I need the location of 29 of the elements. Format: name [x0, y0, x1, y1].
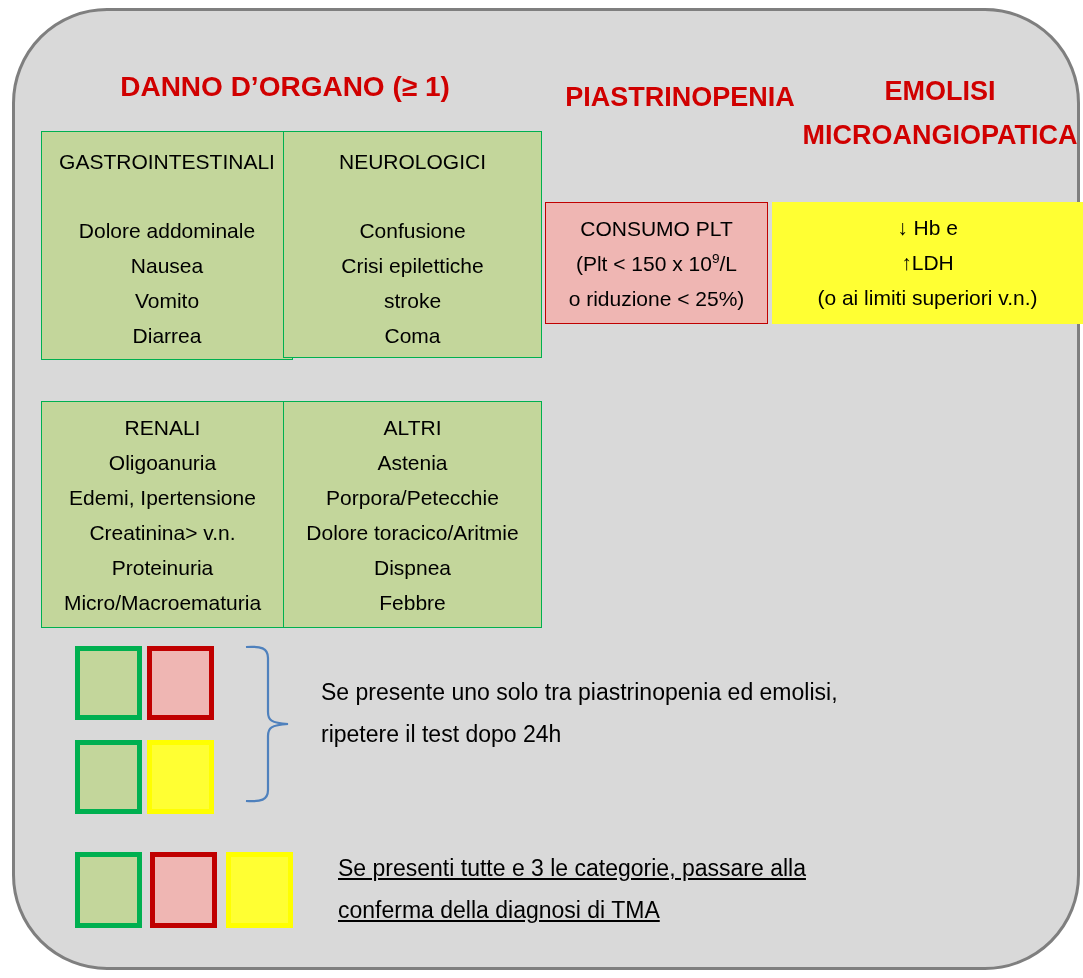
- box-text: Confusione Crisi epilettiche stroke Coma: [340, 218, 485, 349]
- box-heading: NEUROLOGICI: [338, 149, 487, 175]
- category-box: [41, 131, 293, 360]
- column-heading: EMOLISI MICROANGIOPATICA: [801, 75, 1079, 152]
- category-box: [283, 131, 542, 358]
- legend-square: [75, 852, 142, 928]
- box-text: Oligoanuria Edemi, Ipertensione Creatinina> v.n. Proteinuria Micro/Macroematuria: [62, 450, 263, 616]
- box-text: CONSUMO PLT (Plt < 150 x 10$^{9}$/L o riduzione < 25%): [567, 216, 746, 312]
- legend-square: [75, 646, 142, 720]
- box-text: ↓ Hb e ↑LDH (o ai limiti superiori v.n.): [816, 215, 1039, 311]
- category-box: [41, 401, 284, 628]
- column-heading: DANNO D’ORGANO (≥ 1): [119, 70, 451, 104]
- note-text: Se presenti tutte e 3 le categorie, passare alla conferma della diagnosi di TMA: [338, 854, 807, 925]
- legend-square: [147, 646, 214, 720]
- criterion-box: [545, 202, 768, 324]
- criterion-box: [772, 202, 1083, 324]
- box-text: Dolore addominale Nausea Vomito Diarrea: [77, 218, 257, 349]
- column-heading: PIASTRINOPENIA: [564, 81, 796, 114]
- panel-background: [12, 8, 1080, 970]
- box-heading: GASTROINTESTINALI: [58, 149, 276, 175]
- category-box: [283, 401, 542, 628]
- legend-square: [226, 852, 293, 928]
- legend-square: [75, 740, 142, 814]
- box-text: Astenia Porpora/Petecchie Dolore toracico/Aritmie Dispnea Febbre: [305, 450, 520, 616]
- legend-square: [150, 852, 217, 928]
- box-heading: RENALI: [123, 415, 202, 441]
- legend-square: [147, 740, 214, 814]
- box-heading: ALTRI: [382, 415, 443, 441]
- note-text: Se presente uno solo tra piastrinopenia ed emolisi, ripetere il test dopo 24h: [321, 678, 839, 749]
